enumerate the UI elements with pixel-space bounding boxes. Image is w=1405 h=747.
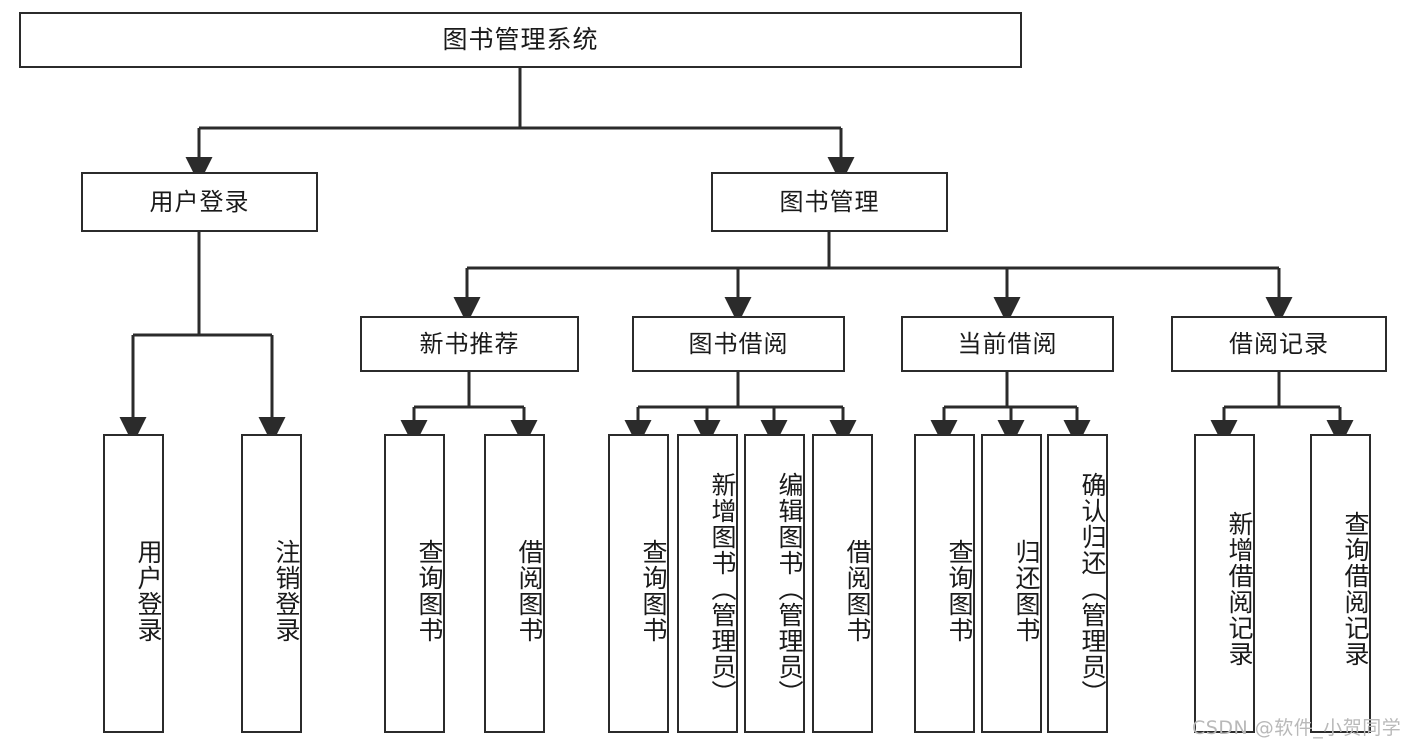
node-leaf-query-record[interactable]: 查询借阅记录	[1310, 434, 1371, 733]
node-leaf-query-book-2[interactable]: 查询图书	[608, 434, 669, 733]
node-leaf-query-book-3-label: 查询图书	[945, 538, 974, 643]
node-root[interactable]: 图书管理系统	[19, 12, 1022, 68]
node-leaf-user-login-label: 用户登录	[134, 538, 163, 643]
node-book-borrow[interactable]: 图书借阅	[632, 316, 845, 372]
node-leaf-edit-book[interactable]: 编辑图书（管理员）	[744, 434, 805, 733]
node-leaf-query-book-1-label: 查询图书	[415, 538, 444, 643]
node-leaf-user-login[interactable]: 用户登录	[103, 434, 164, 733]
node-book-manage[interactable]: 图书管理	[711, 172, 948, 232]
node-leaf-add-book-label: 新增图书（管理员）	[708, 471, 737, 706]
node-leaf-query-book-3[interactable]: 查询图书	[914, 434, 975, 733]
node-leaf-query-record-label: 查询借阅记录	[1341, 510, 1370, 667]
node-leaf-borrow-book-2[interactable]: 借阅图书	[812, 434, 873, 733]
node-new-book-recommend[interactable]: 新书推荐	[360, 316, 579, 372]
node-leaf-confirm-return[interactable]: 确认归还（管理员）	[1047, 434, 1108, 733]
node-user-login-label: 用户登录	[149, 187, 250, 216]
node-leaf-logout-label: 注销登录	[272, 538, 301, 643]
node-leaf-borrow-book-1[interactable]: 借阅图书	[484, 434, 545, 733]
node-root-label: 图书管理系统	[442, 25, 599, 55]
node-book-borrow-label: 图书借阅	[688, 329, 789, 358]
node-current-borrow-label: 当前借阅	[957, 329, 1058, 358]
node-book-manage-label: 图书管理	[779, 187, 880, 216]
node-leaf-add-record[interactable]: 新增借阅记录	[1194, 434, 1255, 733]
node-leaf-add-book[interactable]: 新增图书（管理员）	[677, 434, 738, 733]
node-leaf-logout[interactable]: 注销登录	[241, 434, 302, 733]
node-new-book-recommend-label: 新书推荐	[419, 329, 520, 358]
node-leaf-add-record-label: 新增借阅记录	[1225, 510, 1254, 667]
node-leaf-query-book-2-label: 查询图书	[639, 538, 668, 643]
node-user-login[interactable]: 用户登录	[81, 172, 318, 232]
node-leaf-return-book[interactable]: 归还图书	[981, 434, 1042, 733]
node-borrow-record[interactable]: 借阅记录	[1171, 316, 1387, 372]
watermark: CSDN @软件_小贺同学	[1192, 717, 1402, 739]
node-leaf-edit-book-label: 编辑图书（管理员）	[775, 471, 804, 706]
node-leaf-return-book-label: 归还图书	[1012, 538, 1041, 643]
node-leaf-borrow-book-2-label: 借阅图书	[843, 538, 872, 643]
node-current-borrow[interactable]: 当前借阅	[901, 316, 1114, 372]
node-leaf-query-book-1[interactable]: 查询图书	[384, 434, 445, 733]
node-leaf-borrow-book-1-label: 借阅图书	[515, 538, 544, 643]
node-leaf-confirm-return-label: 确认归还（管理员）	[1078, 471, 1107, 706]
node-borrow-record-label: 借阅记录	[1229, 329, 1329, 358]
